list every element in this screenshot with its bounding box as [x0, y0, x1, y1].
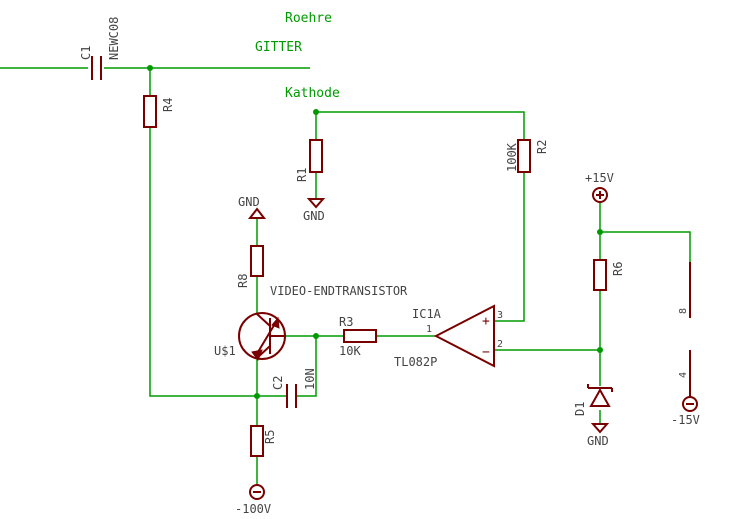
label-ic1-name: IC1A	[412, 307, 442, 321]
label-r1-name: R1	[295, 168, 309, 182]
label-r3-value: 10K	[339, 344, 361, 358]
resistor-r2	[517, 139, 531, 173]
opamp-ic1a: + −	[433, 304, 495, 368]
supply-label-plus15: +15V	[585, 171, 614, 185]
label-r2-value: 100K	[505, 142, 519, 172]
wire-kathode	[316, 111, 525, 140]
minus100-symbol	[249, 484, 265, 500]
pin-number-4: 4	[678, 372, 689, 378]
label-c2-value: 10N	[303, 368, 317, 390]
resistor-r8	[250, 245, 264, 277]
supply-label-minus100: -100V	[235, 502, 271, 516]
wire-supply-8	[600, 231, 691, 262]
pin-number-3: 3	[497, 310, 503, 321]
junction-supply	[597, 229, 603, 235]
gnd-symbol-r8	[247, 207, 267, 219]
resistor-r5	[250, 425, 264, 457]
label-r2-name: R2	[535, 140, 549, 154]
resistor-r1	[309, 139, 323, 173]
label-c1-name: C1	[79, 46, 93, 60]
resistor-r3	[343, 329, 377, 343]
resistor-r6	[593, 259, 607, 291]
gnd-symbol-r1	[306, 198, 326, 209]
capacitor-c2	[286, 384, 297, 408]
minus15-symbol	[682, 396, 698, 412]
junction-minus	[597, 347, 603, 353]
plus15-symbol	[592, 187, 608, 203]
capacitor-c1	[91, 56, 102, 80]
label-d1-name: D1	[573, 402, 587, 416]
wire-c2-right	[296, 336, 317, 397]
pin-number-1: 1	[426, 324, 432, 335]
transistor-u1	[238, 312, 286, 362]
wire-r4-bottom	[149, 127, 257, 397]
label-c1-value: NEWC08	[107, 17, 121, 60]
supply-label-minus15: -15V	[671, 413, 700, 427]
label-ic1-value: TL082P	[394, 355, 437, 369]
supply-label-gnd-r1: GND	[303, 209, 325, 223]
wire-r2-bottom	[494, 172, 525, 322]
label-r3-name: R3	[339, 315, 353, 329]
junction-emitter	[254, 393, 260, 399]
pin-number-2: 2	[497, 339, 503, 350]
junction-base	[313, 333, 319, 339]
supply-label-gnd-d1: GND	[587, 434, 609, 448]
wires	[0, 67, 691, 484]
label-u1-name: U$1	[214, 344, 236, 358]
label-r5-name: R5	[263, 430, 277, 444]
opamp-plus-sign: +	[482, 314, 490, 329]
label-c2-name: C2	[271, 376, 285, 390]
junctions	[147, 65, 603, 399]
opamp-minus-sign: −	[482, 345, 490, 360]
supply-label-gnd-r8: GND	[238, 195, 260, 209]
pin-number-8: 8	[678, 308, 689, 314]
diode-d1	[587, 384, 613, 407]
junction-kathode	[313, 109, 319, 115]
resistor-r4	[143, 95, 157, 128]
label-u1-value: VIDEO-ENDTRANSISTOR	[270, 284, 408, 298]
net-label-gitter: GITTER	[255, 40, 302, 55]
label-r4-name: R4	[161, 98, 175, 112]
gnd-symbol-d1	[590, 423, 610, 434]
net-label-roehre: Roehre	[285, 11, 332, 26]
junction-gitter	[147, 65, 153, 71]
label-r6-name: R6	[611, 262, 625, 276]
net-label-kathode: Kathode	[285, 86, 340, 101]
label-r8-name: R8	[236, 274, 250, 288]
